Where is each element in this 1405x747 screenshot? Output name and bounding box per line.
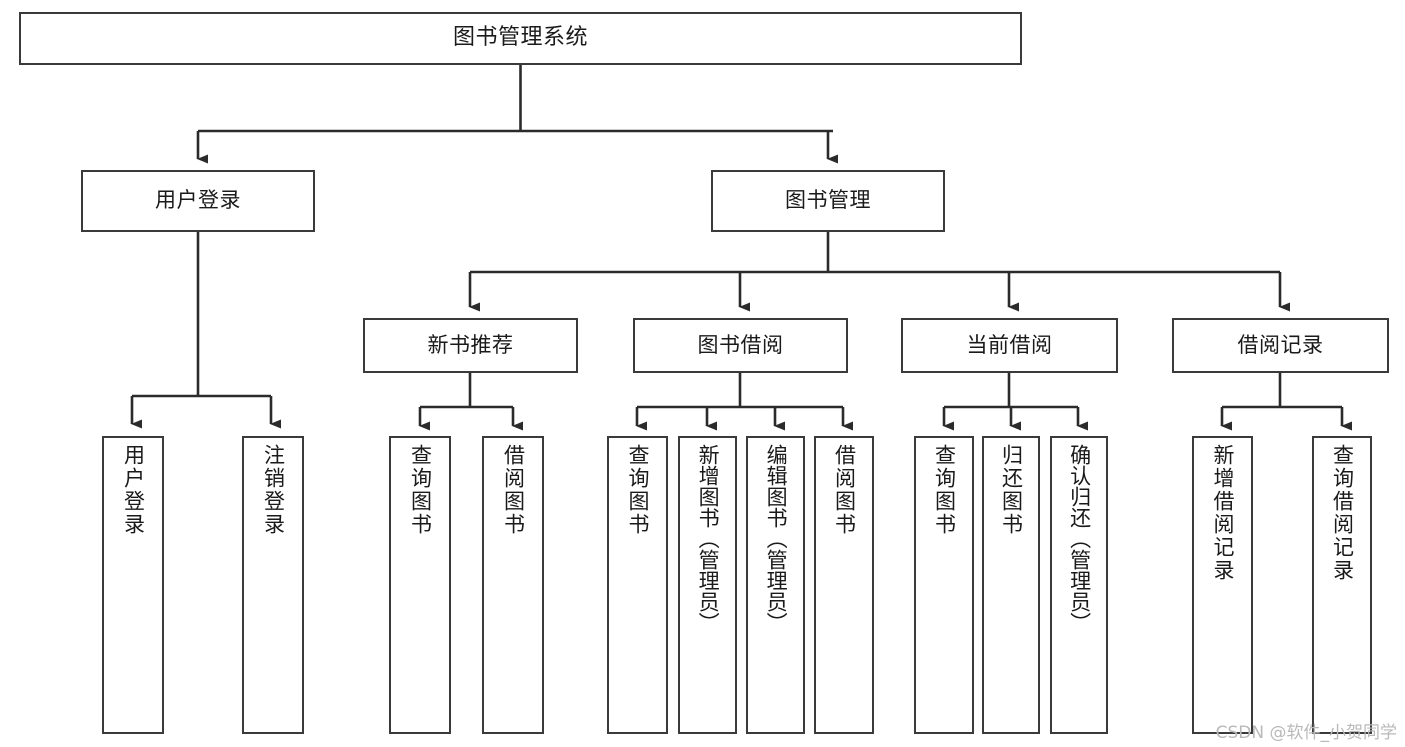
node-label: 查询图书: [408, 444, 433, 536]
leaf-book-borrow-borrow-book[interactable]: 借阅图书: [814, 436, 874, 734]
node-root-book-management-system[interactable]: 图书管理系统: [19, 12, 1022, 65]
leaf-current-borrow-confirm-return-admin[interactable]: 确认归还（管理员）: [1050, 436, 1108, 734]
csdn-watermark: CSDN @软件_小贺同学: [1215, 723, 1397, 743]
leaf-current-borrow-return-book[interactable]: 归还图书: [982, 436, 1040, 734]
node-label: 图书借阅: [697, 332, 784, 357]
node-user-login[interactable]: 用户登录: [81, 170, 315, 232]
leaf-borrow-record-add-record[interactable]: 新增借阅记录: [1192, 436, 1253, 734]
leaf-book-borrow-query-book[interactable]: 查询图书: [607, 436, 668, 734]
leaf-user-login-logout[interactable]: 注销登录: [242, 436, 304, 734]
node-label: 编辑图书（管理员）: [764, 444, 789, 633]
node-new-book-recommend[interactable]: 新书推荐: [363, 318, 578, 373]
node-current-borrow[interactable]: 当前借阅: [901, 318, 1118, 373]
node-label: 当前借阅: [966, 332, 1053, 357]
node-label: 确认归还（管理员）: [1067, 444, 1092, 633]
leaf-book-borrow-add-book-admin[interactable]: 新增图书（管理员）: [678, 436, 737, 734]
node-label: 新增图书（管理员）: [696, 444, 721, 633]
node-borrow-record[interactable]: 借阅记录: [1172, 318, 1389, 373]
leaf-current-borrow-query-book[interactable]: 查询图书: [914, 436, 974, 734]
node-label: 新增借阅记录: [1210, 444, 1235, 582]
node-label: 归还图书: [999, 444, 1024, 536]
node-label: 图书管理: [785, 188, 871, 213]
leaf-book-borrow-edit-book-admin[interactable]: 编辑图书（管理员）: [746, 436, 805, 734]
node-label: 注销登录: [261, 444, 286, 536]
node-book-borrow[interactable]: 图书借阅: [633, 318, 848, 373]
node-label: 新书推荐: [427, 332, 514, 357]
leaf-new-book-borrow-book[interactable]: 借阅图书: [482, 436, 544, 734]
node-label: 用户登录: [155, 188, 241, 213]
node-label: 借阅图书: [832, 444, 857, 536]
node-label: 查询图书: [625, 444, 650, 536]
leaf-borrow-record-query-record[interactable]: 查询借阅记录: [1312, 436, 1372, 734]
node-label: 借阅图书: [501, 444, 526, 536]
node-label: 查询图书: [932, 444, 957, 536]
node-label: 用户登录: [121, 444, 146, 536]
node-label: 查询借阅记录: [1330, 444, 1355, 582]
node-book-management[interactable]: 图书管理: [711, 170, 945, 232]
leaf-user-login-login[interactable]: 用户登录: [102, 436, 164, 734]
node-label: 图书管理系统: [452, 25, 588, 51]
node-label: 借阅记录: [1237, 332, 1324, 357]
leaf-new-book-query-book[interactable]: 查询图书: [389, 436, 451, 734]
